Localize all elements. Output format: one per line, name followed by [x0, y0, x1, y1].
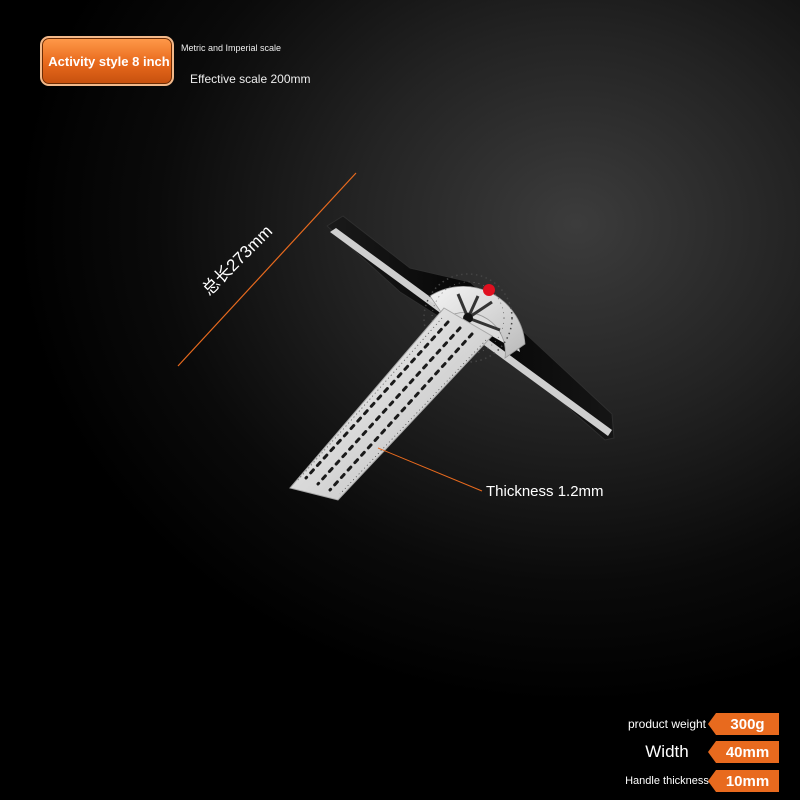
- spec-name: product weight: [627, 717, 707, 731]
- spec-arrow-icon: [708, 713, 716, 735]
- length-dimension-line: [177, 172, 357, 367]
- spec-arrow-icon: [708, 770, 716, 792]
- spec-value: 10mm: [716, 770, 779, 792]
- protractor-head: [423, 273, 526, 363]
- spec-row-handle-thickness: Handle thickness 10mm: [625, 770, 779, 792]
- effective-scale-note: Effective scale 200mm: [190, 72, 311, 86]
- spec-name: Handle thickness: [625, 775, 709, 787]
- spec-row-weight: product weight 300g: [627, 713, 779, 735]
- spec-value: 40mm: [716, 741, 779, 763]
- thickness-label: Thickness 1.2mm: [486, 483, 604, 500]
- ruler-blade: [289, 307, 493, 501]
- activity-style-badge: Activity style 8 inch: [40, 36, 174, 86]
- red-indicator-icon: [483, 284, 495, 296]
- spec-name: Width: [645, 742, 689, 761]
- spec-row-width: Width 40mm: [627, 741, 779, 763]
- metric-imperial-note: Metric and Imperial scale: [181, 43, 282, 53]
- spec-arrow-icon: [708, 741, 716, 763]
- spec-value: 300g: [716, 713, 779, 735]
- badge-label: Activity style 8 inch: [48, 53, 170, 69]
- thickness-leader-line: [377, 447, 483, 492]
